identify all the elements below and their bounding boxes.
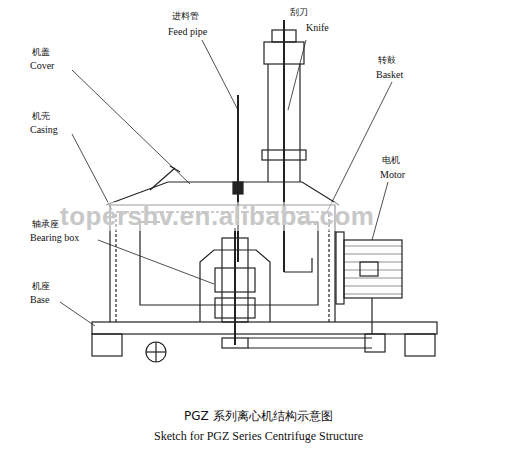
feed-pipe bbox=[237, 95, 239, 262]
part-name-en: Basket bbox=[376, 69, 403, 80]
motor-fin bbox=[344, 270, 402, 271]
motor-fin bbox=[344, 254, 402, 255]
knife-shaft bbox=[283, 20, 285, 272]
part-name-zh: 电机 bbox=[382, 156, 400, 166]
part-name-zh: 机盖 bbox=[32, 48, 50, 58]
part-name-en: Feed pipe bbox=[168, 26, 207, 37]
leader-lines bbox=[60, 40, 392, 326]
motor-fin bbox=[344, 286, 402, 287]
outlet-valve bbox=[146, 342, 166, 362]
part-name-zh: 机壳 bbox=[32, 112, 50, 122]
knife-bracket bbox=[262, 150, 306, 160]
leader-line bbox=[288, 40, 306, 110]
leader-line bbox=[202, 40, 238, 110]
leader-line bbox=[326, 82, 392, 214]
bearing bbox=[215, 298, 255, 318]
motor-flange bbox=[336, 232, 344, 304]
base-plate bbox=[92, 322, 437, 334]
caption-zh: PGZ 系列离心机结构示意图 bbox=[184, 410, 333, 423]
knife-frame bbox=[299, 64, 300, 182]
caption-en: Sketch for PGZ Series Centrifuge Structu… bbox=[154, 430, 363, 443]
part-name-en: Bearing box bbox=[30, 232, 79, 243]
part-name-zh: 刮刀 bbox=[290, 8, 308, 18]
part-name-en: Casing bbox=[30, 124, 58, 135]
drive-belt bbox=[248, 347, 372, 348]
watermark: topershv.en.alibaba.com bbox=[60, 202, 374, 231]
spindle-pulley bbox=[222, 338, 248, 348]
motor-terminal-box bbox=[360, 262, 378, 276]
valve-line bbox=[155, 342, 156, 362]
motor-pulley bbox=[365, 334, 385, 352]
motor-fin bbox=[344, 294, 402, 295]
basket-outline bbox=[140, 222, 318, 305]
base-foot bbox=[92, 334, 122, 356]
part-name-zh: 进料管 bbox=[172, 12, 199, 22]
motor-fins bbox=[344, 246, 402, 294]
part-name-en: Knife bbox=[306, 22, 329, 33]
drive-belt bbox=[248, 337, 372, 338]
base-foot bbox=[405, 334, 435, 356]
motor-fin bbox=[344, 246, 402, 247]
bearing bbox=[215, 268, 255, 292]
part-name-en: Base bbox=[30, 294, 49, 305]
motor-fin bbox=[344, 278, 402, 279]
part-name-en: Cover bbox=[30, 60, 54, 71]
leader-line bbox=[98, 240, 214, 284]
spindle bbox=[234, 228, 236, 345]
part-name-zh: 轴承座 bbox=[32, 220, 59, 230]
leader-line bbox=[60, 302, 95, 326]
leader-line bbox=[72, 134, 112, 210]
part-name-zh: 机座 bbox=[32, 282, 50, 292]
motor-shaft bbox=[371, 298, 372, 334]
motor-body bbox=[344, 240, 402, 298]
part-name-zh: 转鼓 bbox=[378, 56, 396, 66]
part-name-en: Motor bbox=[380, 169, 405, 180]
cover-handle bbox=[150, 168, 175, 190]
feed-pipe-joint bbox=[233, 182, 243, 194]
knife-frame bbox=[267, 64, 268, 182]
knife-blade bbox=[284, 258, 312, 272]
